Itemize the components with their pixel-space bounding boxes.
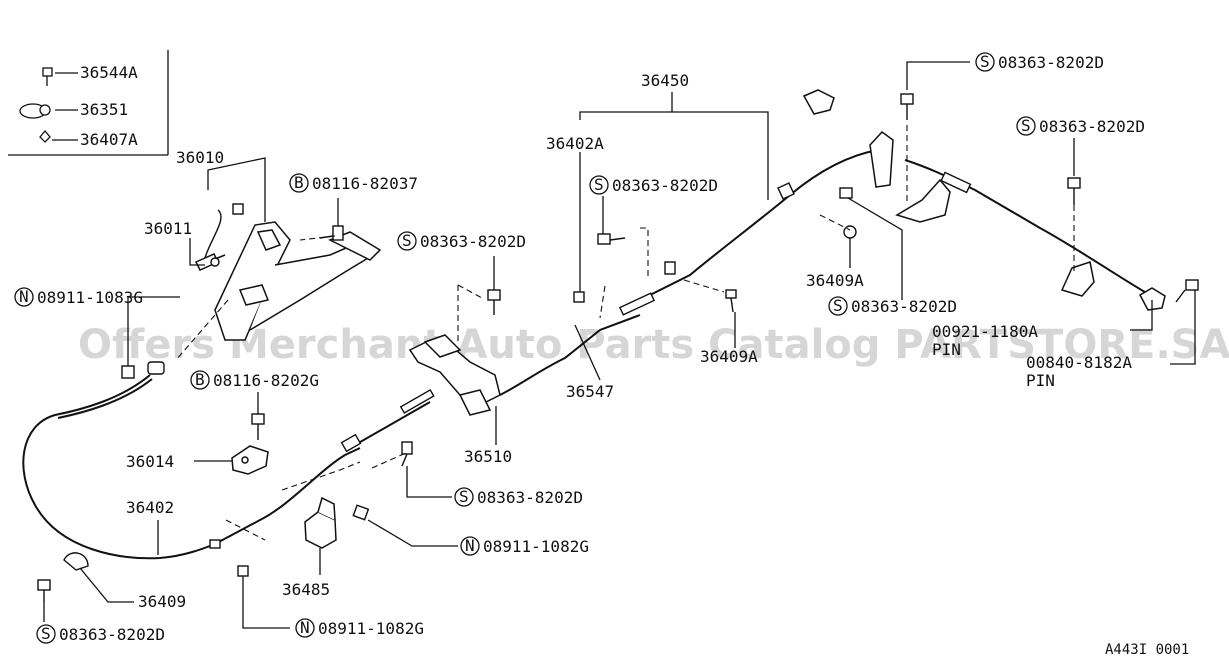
callout-prefix-s-5: S <box>833 296 843 315</box>
callout-b-badge-1 <box>289 173 309 193</box>
cable-bracket-36485 <box>304 496 337 549</box>
rear-bracket-right <box>802 89 1166 311</box>
callout-00921-pin: 00921-1180A <box>932 322 1038 341</box>
callout-36409: 36409 <box>138 592 186 611</box>
callout-36402a: 36402A <box>546 134 604 153</box>
leader-lines <box>43 61 1196 629</box>
brake-pedal-assembly <box>194 221 382 341</box>
callout-n-badge-1 <box>14 287 34 307</box>
callout-36409a-right: 36409A <box>806 271 864 290</box>
callout-08363-8202d-right: 08363-8202D <box>1039 117 1145 136</box>
callout-prefix-b-2: B <box>195 370 205 389</box>
callout-prefix-b-1: B <box>294 173 304 192</box>
callout-08116-8202g: 08116-8202G <box>213 371 319 390</box>
callout-08363-8202d-center: 08363-8202D <box>612 176 718 195</box>
callout-36450: 36450 <box>641 71 689 90</box>
bolts-and-nuts <box>37 93 1199 602</box>
callout-prefix-s-1: S <box>402 231 412 250</box>
callout-s-badge-5 <box>828 296 848 316</box>
callout-00840-8182a: 00840-8182A <box>1026 353 1132 372</box>
callout-s-badge-3 <box>975 52 995 72</box>
callout-36402: 36402 <box>126 498 174 517</box>
callout-08363-8202d-top-right: 08363-8202D <box>998 53 1104 72</box>
callout-prefix-n-1: N <box>19 287 29 306</box>
cable-bracket-36510 <box>408 334 501 416</box>
callout-prefix-s-7: S <box>41 624 51 643</box>
callout-s-badge-7 <box>36 624 56 644</box>
callout-36485: 36485 <box>282 580 330 599</box>
callout-n-badge-2 <box>460 536 480 556</box>
callout-36011: 36011 <box>144 219 192 238</box>
pedal-switch <box>204 203 244 267</box>
callout-prefix-s-3: S <box>980 52 990 71</box>
callout-08911-1083g: 08911-1083G <box>37 288 143 307</box>
callout-prefix-s-2: S <box>594 175 604 194</box>
callout-08363-8202d-left: 08363-8202D <box>420 232 526 251</box>
callout-36544a: 36544A <box>80 63 138 82</box>
callout-36010: 36010 <box>176 148 224 167</box>
callout-prefix-s-4: S <box>1021 116 1031 135</box>
fastener-inset <box>8 50 169 156</box>
callout-prefix-n-3: N <box>300 618 310 637</box>
figure-code: A443I 0001 <box>1105 642 1189 658</box>
callout-b-badge-2 <box>190 370 210 390</box>
watermark-text: Offers Merchant Auto Parts Catalog PARTS… <box>78 322 1229 368</box>
callout-pin-label-1: PIN <box>932 340 961 359</box>
callout-s-badge-2 <box>589 175 609 195</box>
callout-36407a: 36407A <box>80 130 138 149</box>
callout-36409a-low: 36409A <box>700 347 758 366</box>
callout-prefix-n-2: N <box>465 536 475 555</box>
plate-36014 <box>231 445 269 475</box>
callout-s-badge-1 <box>397 231 417 251</box>
alignment-dashes <box>175 125 1075 541</box>
callout-n-badge-3 <box>295 618 315 638</box>
callout-08116-82037: 08116-82037 <box>312 174 418 193</box>
callout-prefix-s-6: S <box>459 487 469 506</box>
callout-36014: 36014 <box>126 452 174 471</box>
callout-08363-8202d-mid-right: 08363-8202D <box>851 297 957 316</box>
callout-s-badge-4 <box>1016 116 1036 136</box>
callout-08911-1082g-right: 08911-1082G <box>483 537 589 556</box>
callout-08911-1082g-bottom: 08911-1082G <box>318 619 424 638</box>
callout-08363-8202d-mid: 08363-8202D <box>477 488 583 507</box>
callout-36510: 36510 <box>464 447 512 466</box>
cable-end-fittings <box>147 171 972 549</box>
callout-36351: 36351 <box>80 100 128 119</box>
callout-pin-label-2: PIN <box>1026 371 1055 390</box>
callout-s-badge-6 <box>454 487 474 507</box>
callout-36547: 36547 <box>566 382 614 401</box>
callout-08363-8202d-bottom-left: 08363-8202D <box>59 625 165 644</box>
